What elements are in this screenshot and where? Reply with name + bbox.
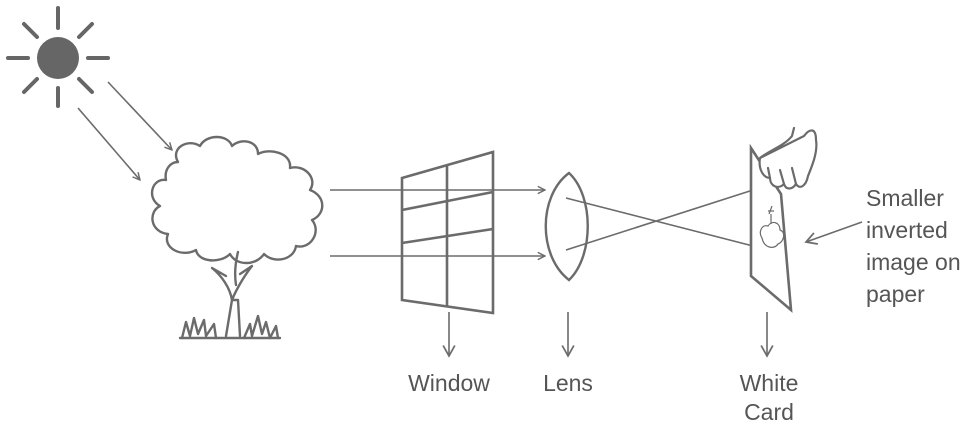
crossing-rays: [565, 189, 754, 251]
white-card-label-line1: White: [739, 370, 799, 396]
tree-icon: [150, 135, 324, 340]
image-label-line2: inverted: [866, 217, 948, 243]
light-rays: [330, 190, 545, 256]
white-card-label-line2: Card: [744, 399, 794, 425]
window-pane: [400, 150, 495, 315]
sun-rays: [77, 81, 172, 180]
hand-icon: [758, 126, 818, 190]
image-label-line3: image on: [866, 249, 961, 275]
lens-label: Lens: [543, 370, 593, 396]
sun-icon: [6, 6, 110, 108]
lens: [544, 171, 589, 282]
image-label-line1: Smaller: [866, 185, 944, 211]
inverted-image-icon: [759, 205, 785, 248]
label-arrows: [442, 221, 863, 358]
window-label: Window: [408, 370, 490, 396]
image-label-line4: paper: [866, 281, 925, 307]
